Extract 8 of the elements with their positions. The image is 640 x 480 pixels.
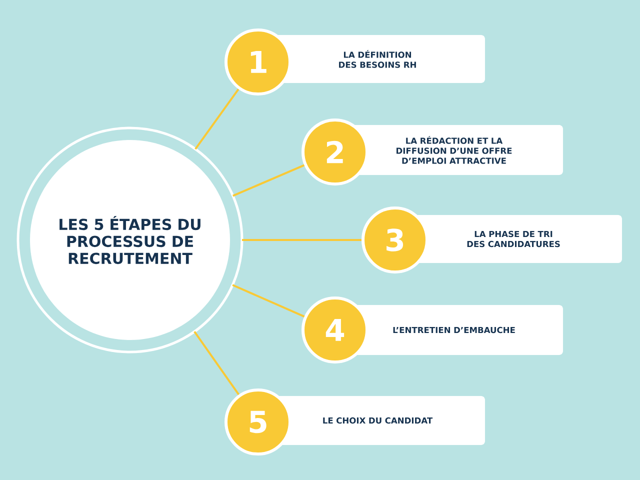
step-box: LE CHOIX DU CANDIDAT bbox=[270, 396, 485, 445]
step-box: LA DÉFINITION DES BESOINS RH bbox=[270, 35, 485, 83]
connector-line bbox=[242, 239, 362, 241]
connector-line bbox=[232, 164, 305, 197]
connector-line bbox=[232, 284, 305, 318]
connector-line bbox=[194, 88, 240, 150]
step-box: L’ENTRETIEN D’EMBAUCHE bbox=[345, 305, 563, 355]
connector-line bbox=[194, 331, 240, 396]
